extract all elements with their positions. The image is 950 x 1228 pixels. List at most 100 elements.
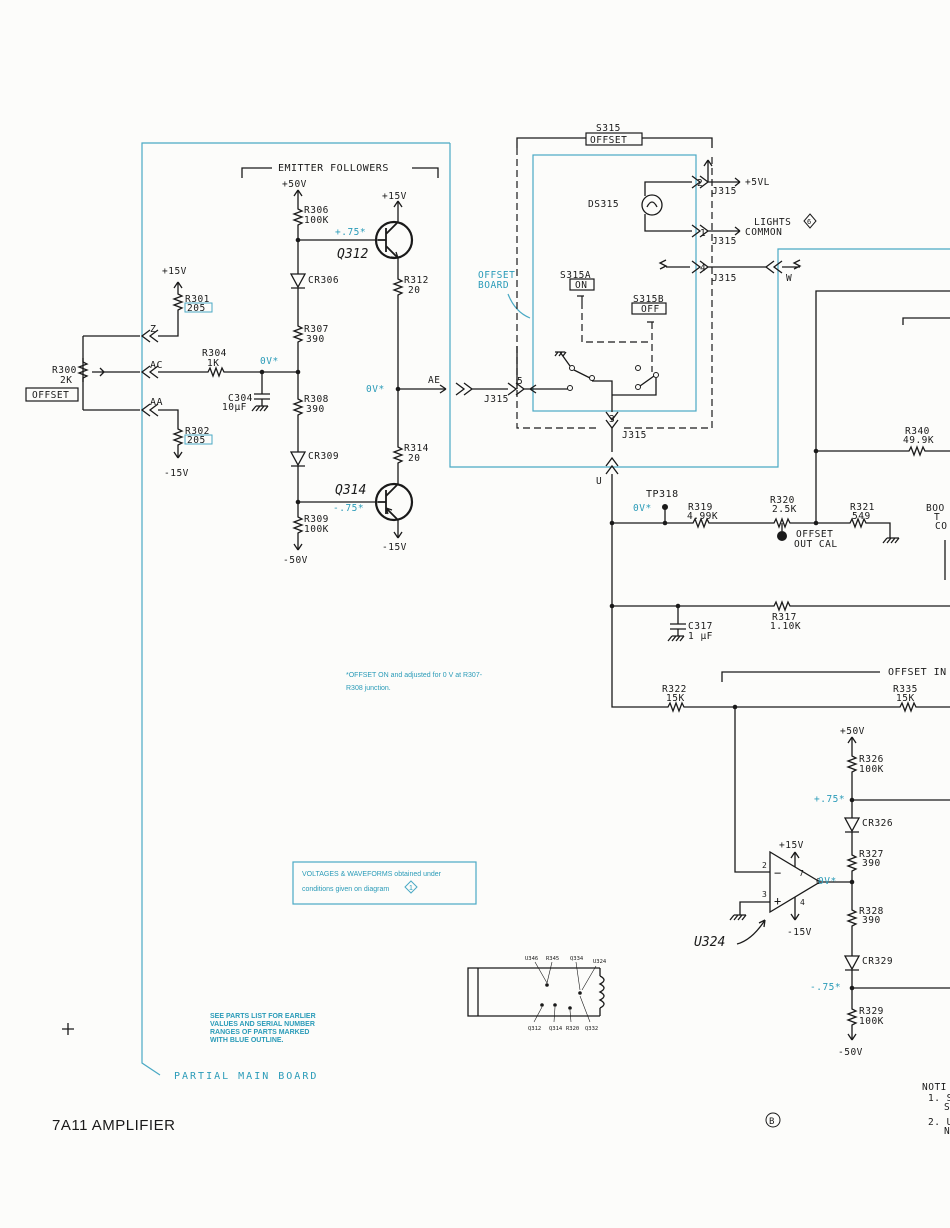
offset-out-cal-2[interactable]: OUT CAL: [794, 539, 838, 550]
r328-value: 390: [862, 915, 881, 926]
v-p75-q312: +.75*: [335, 227, 366, 238]
board-location-map: U346 R345 Q334 U324 Q312 Q314 R320 Q332: [467, 956, 607, 1032]
u324-rail-n15: -15V: [787, 927, 812, 938]
cr326-label: CR326: [862, 818, 893, 829]
note-parts-3: RANGES OF PARTS MARKED: [210, 1029, 309, 1036]
r317-name: R317: [772, 612, 797, 623]
r317-value: 1.10K: [770, 621, 801, 632]
u324-pin3: 3: [762, 890, 767, 899]
r326-value: 100K: [859, 764, 884, 775]
notes-frag-2: 2. U: [928, 1117, 950, 1128]
r304-name: R304: [202, 348, 227, 359]
r319-value: 4.99K: [687, 511, 718, 522]
ds315-label: DS315: [588, 199, 619, 210]
u324-pin4: 4: [800, 898, 805, 907]
lights-label: LIGHTS: [754, 217, 791, 228]
s315-label[interactable]: OFFSET: [590, 135, 627, 146]
r322-name: R322: [662, 684, 687, 695]
r335-value: 15K: [896, 693, 915, 704]
c304-name: C304: [228, 393, 253, 404]
j315-b: J315: [712, 236, 737, 247]
r321-name: R321: [850, 502, 875, 513]
r327-name: R327: [859, 849, 884, 860]
main-board-label: PARTIAL MAIN BOARD: [174, 1071, 318, 1082]
r308-value: 390: [306, 404, 325, 415]
conn-w: W: [786, 273, 792, 284]
r322-value: 15K: [666, 693, 685, 704]
v-p75-right: +.75*: [814, 794, 845, 805]
tp318-label: TP318: [646, 489, 679, 500]
r300-name: R300: [52, 365, 77, 376]
j315-c: J315: [712, 273, 737, 284]
r301-rail: +15V: [162, 266, 187, 277]
offset-out-cal-1[interactable]: OFFSET: [796, 529, 833, 540]
map-top-3: U324: [593, 959, 607, 965]
cr329-label: CR329: [862, 956, 893, 967]
j315-pin2: 2: [697, 178, 703, 189]
emitter-followers-header: EMITTER FOLLOWERS: [278, 163, 389, 174]
note-parts-4: WITH BLUE OUTLINE.: [210, 1037, 284, 1044]
u324-rail-p15: +15V: [779, 840, 804, 851]
s315a-state[interactable]: ON: [575, 280, 587, 291]
r319-name: R319: [688, 502, 713, 513]
r306-name: R306: [304, 205, 329, 216]
q314-label: Q314: [335, 483, 366, 498]
s315b-state[interactable]: OFF: [641, 304, 660, 315]
r340-value: 49.9K: [903, 435, 934, 446]
j315-pin1: 1: [700, 228, 706, 239]
notes-frag-1b: S: [944, 1102, 950, 1113]
r300-offset-label[interactable]: OFFSET: [32, 390, 69, 401]
offset-board-outline: [449, 143, 950, 468]
r307-value: 390: [306, 334, 325, 345]
q314-rail: -15V: [382, 542, 407, 553]
map-bottom-2: R320: [566, 1026, 579, 1032]
r312-value: 20: [408, 285, 420, 296]
rail-n50-left: -50V: [283, 555, 308, 566]
u324-pin7: 7: [799, 869, 804, 878]
r302-name: R302: [185, 426, 210, 437]
footer-rev-mark: B: [769, 1117, 774, 1127]
map-top-0: U346: [525, 956, 538, 962]
v-0v-tp318: 0V*: [633, 503, 652, 514]
boo-fragment: BOO: [926, 503, 945, 514]
q312-rail: +15V: [382, 191, 407, 202]
note-parts-2: VALUES AND SERIAL NUMBER: [210, 1021, 315, 1028]
r309-value: 100K: [304, 524, 329, 535]
r329-value: 100K: [859, 1016, 884, 1027]
notes-heading: NOTI: [922, 1082, 947, 1093]
s315b-name: S315B: [633, 294, 664, 305]
r302-value: 205: [187, 435, 206, 446]
r320-name: R320: [770, 495, 795, 506]
r320-value: 2.5K: [772, 504, 797, 515]
r335-name: R335: [893, 684, 918, 695]
c317-name: C317: [688, 621, 713, 632]
r328-name: R328: [859, 906, 884, 917]
offset-board-label-1: OFFSET: [478, 270, 515, 281]
r304-value: 1K: [207, 358, 219, 369]
u324-pin2: 2: [762, 861, 767, 870]
r307-name: R307: [304, 324, 329, 335]
note-offset-on-1: *OFFSET ON and adjusted for 0 V at R307-: [346, 672, 483, 679]
cr306-label: CR306: [308, 275, 339, 286]
map-bottom-1: Q314: [549, 1026, 563, 1032]
note-parts-1: SEE PARTS LIST FOR EARLIER: [210, 1013, 316, 1020]
note-vw-ref: 1: [409, 885, 413, 892]
u324-plus: +: [774, 894, 782, 908]
map-bottom-0: Q312: [528, 1026, 541, 1032]
r300-value: 2K: [60, 375, 72, 386]
lights-ref: 6: [807, 218, 811, 226]
r308-name: R308: [304, 394, 329, 405]
common-label: COMMON: [745, 227, 782, 238]
map-top-1: R345: [546, 956, 559, 962]
notes-frag-2b: N: [944, 1126, 950, 1137]
v-0v-ae: 0V*: [366, 384, 385, 395]
v-0v-u324: 0V*: [818, 876, 837, 887]
t-fragment: T: [934, 512, 940, 523]
q312-label: Q312: [337, 247, 368, 262]
note-offset-on-2: R308 junction.: [346, 685, 391, 692]
cr309-label: CR309: [308, 451, 339, 462]
r302-rail: -15V: [164, 468, 189, 479]
j315-pin3: 3: [609, 414, 615, 425]
r314-name: R314: [404, 443, 429, 454]
